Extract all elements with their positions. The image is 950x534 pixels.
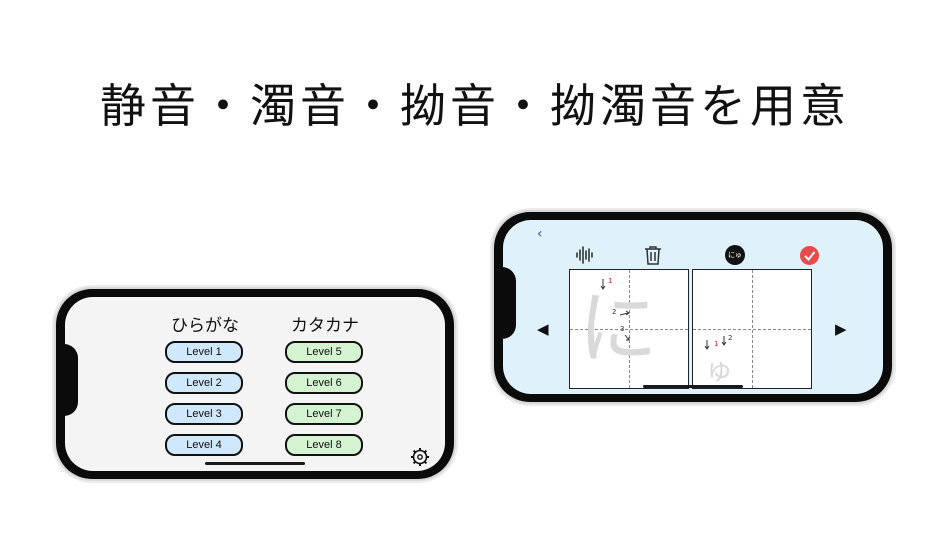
back-chevron-icon[interactable]: ‹ <box>537 226 543 242</box>
stroke-arrows <box>704 336 727 350</box>
level-7-button[interactable]: Level 7 <box>285 403 363 425</box>
phone-notch <box>56 344 78 416</box>
phone-practice-screen: ‹ にゅ ◀ ▶ に 1 <box>494 212 892 402</box>
practice-screen: ‹ にゅ ◀ ▶ に 1 <box>503 220 883 394</box>
kana-badge: にゅ <box>725 245 745 265</box>
stroke-number: 1 <box>714 340 719 348</box>
stroke-arrows <box>600 279 630 341</box>
writing-cell-right[interactable]: ゅ 1 2 <box>692 269 812 389</box>
next-arrow-button[interactable]: ▶ <box>835 320 847 338</box>
writing-cell-left[interactable]: に 1 2 3 <box>569 269 689 389</box>
check-icon[interactable] <box>800 246 819 265</box>
gear-icon[interactable] <box>410 447 430 467</box>
audio-wave-icon[interactable] <box>574 244 596 266</box>
level-5-button[interactable]: Level 5 <box>285 341 363 363</box>
stroke-number: 2 <box>612 308 617 316</box>
katakana-title: カタカナ <box>291 316 359 336</box>
phone-menu-screen: ひらがな カタカナ Level 1 Level 2 Level 3 Level … <box>56 289 454 479</box>
home-indicator <box>205 462 305 465</box>
headline: 静音・濁音・拗音・拗濁音を用意 <box>100 79 850 133</box>
prev-arrow-button[interactable]: ◀ <box>537 320 549 338</box>
level-8-button[interactable]: Level 8 <box>285 434 363 456</box>
home-indicator <box>643 385 743 388</box>
level-6-button[interactable]: Level 6 <box>285 372 363 394</box>
level-3-button[interactable]: Level 3 <box>165 403 243 425</box>
trash-icon[interactable] <box>642 244 664 266</box>
trace-character-small-yu: ゅ <box>705 353 734 386</box>
stroke-number: 3 <box>620 325 625 333</box>
phone-notch <box>494 267 516 339</box>
stroke-number: 2 <box>728 334 733 342</box>
trace-character-ni: に <box>578 282 658 375</box>
level-4-button[interactable]: Level 4 <box>165 434 243 456</box>
menu-screen: ひらがな カタカナ Level 1 Level 2 Level 3 Level … <box>65 297 445 471</box>
level-1-button[interactable]: Level 1 <box>165 341 243 363</box>
stroke-number: 1 <box>608 277 613 285</box>
hiragana-title: ひらがな <box>171 316 239 336</box>
level-2-button[interactable]: Level 2 <box>165 372 243 394</box>
